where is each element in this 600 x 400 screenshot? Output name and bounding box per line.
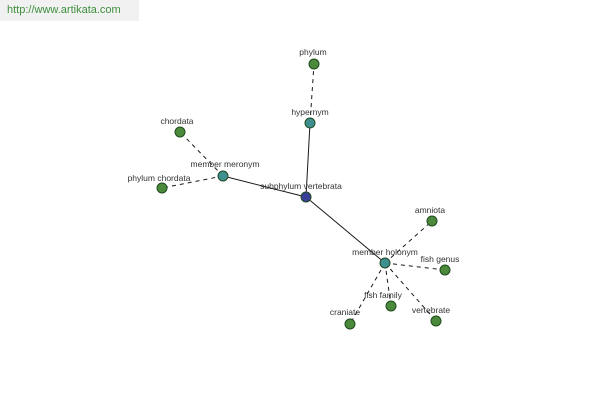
watermark-banner: http://www.artikata.com bbox=[0, 0, 139, 21]
edges-layer bbox=[161, 63, 446, 325]
edge-member-meronym-to-phylum-chordata bbox=[161, 175, 224, 189]
node-fish-family[interactable] bbox=[385, 300, 397, 312]
node-label-vertebrate: vertebrate bbox=[412, 305, 451, 315]
node-label-subphylum: subphylum vertebrata bbox=[260, 181, 342, 191]
edge-subphylum-to-member-meronym bbox=[222, 175, 307, 198]
edge-member-holonym-to-vertebrate bbox=[384, 262, 437, 322]
node-label-phylum: phylum bbox=[299, 47, 326, 57]
node-label-fish-family: fish family bbox=[364, 290, 403, 300]
edge-hypernym-to-phylum bbox=[309, 63, 315, 124]
edge-subphylum-to-hypernym bbox=[305, 122, 311, 198]
watermark-url[interactable]: http://www.artikata.com bbox=[7, 4, 121, 16]
edge-member-meronym-to-chordata bbox=[179, 131, 224, 177]
node-fish-genus[interactable] bbox=[439, 264, 451, 276]
node-label-member-meronym: member meronym bbox=[191, 159, 260, 169]
edge-subphylum-to-member-holonym bbox=[305, 196, 386, 264]
node-craniate[interactable] bbox=[344, 318, 356, 330]
node-label-amniota: amniota bbox=[415, 205, 446, 215]
node-label-chordata: chordata bbox=[160, 116, 193, 126]
edge-member-holonym-to-craniate bbox=[349, 262, 386, 325]
node-label-hypernym: hypernym bbox=[291, 107, 328, 117]
node-label-fish-genus: fish genus bbox=[421, 254, 460, 264]
node-label-phylum-chordata: phylum chordata bbox=[128, 173, 191, 183]
node-hypernym[interactable] bbox=[304, 117, 316, 129]
node-subphylum[interactable] bbox=[300, 191, 312, 203]
node-label-craniate: craniate bbox=[330, 307, 361, 317]
nodes-layer bbox=[156, 58, 451, 330]
node-member-holonym[interactable] bbox=[379, 257, 391, 269]
node-phylum[interactable] bbox=[308, 58, 320, 70]
edge-member-holonym-to-amniota bbox=[384, 220, 433, 264]
node-chordata[interactable] bbox=[174, 126, 186, 138]
node-label-member-holonym: member holonym bbox=[352, 247, 418, 257]
node-phylum-chordata[interactable] bbox=[156, 182, 168, 194]
labels-layer: subphylum vertebrata hypernym member meron… bbox=[128, 47, 460, 317]
node-vertebrate[interactable] bbox=[430, 315, 442, 327]
node-member-meronym[interactable] bbox=[217, 170, 229, 182]
edge-member-holonym-to-fish-genus bbox=[384, 262, 446, 271]
node-amniota[interactable] bbox=[426, 215, 438, 227]
